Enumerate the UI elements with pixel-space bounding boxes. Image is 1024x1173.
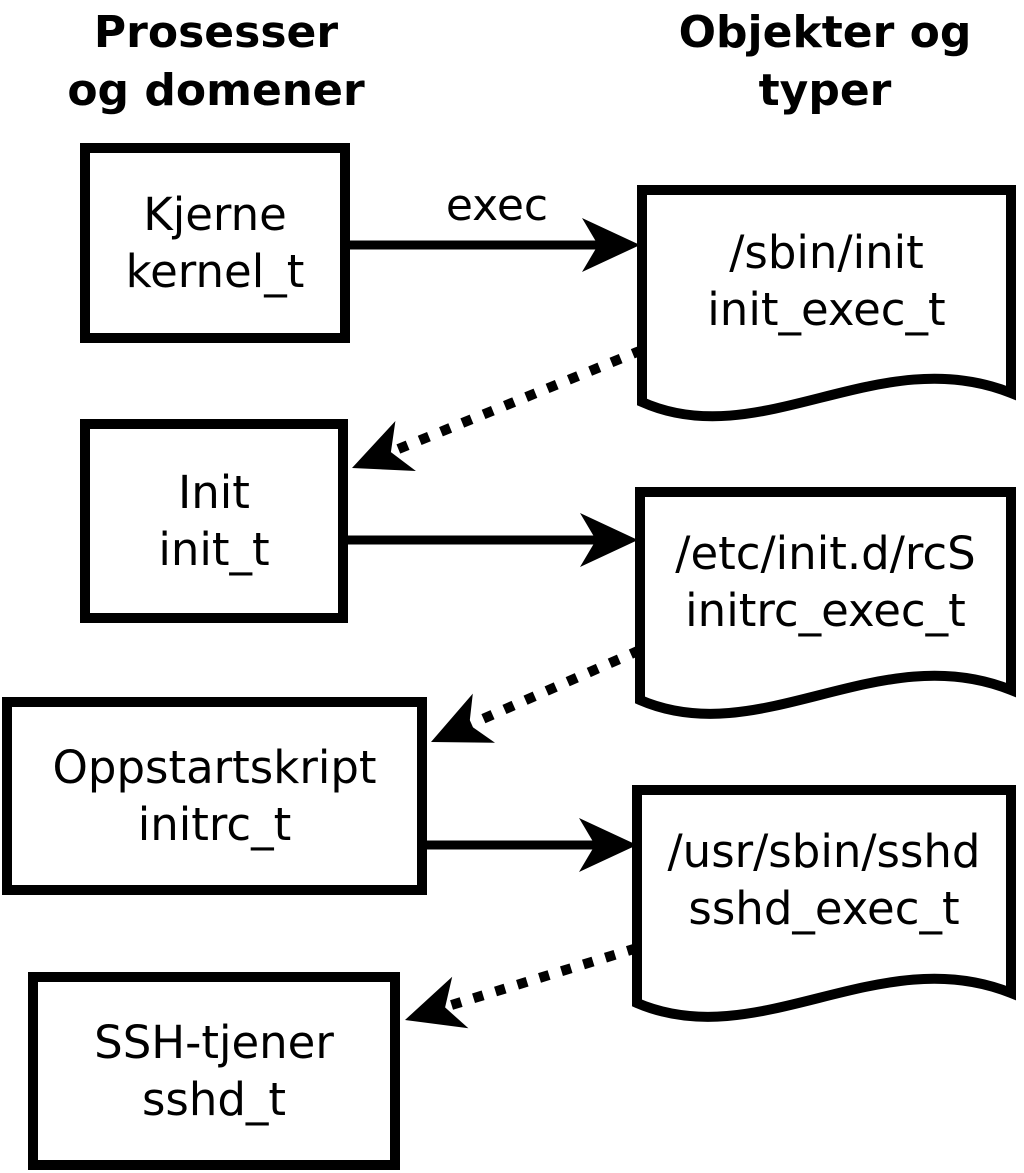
transition-arrow-sshd-exec-to-sshd: [405, 943, 639, 1029]
object-path: /etc/init.d/rcS: [675, 527, 976, 580]
object-document-init-exec: [637, 185, 1016, 422]
transition-arrow-initrc-exec-to-initrc: [431, 645, 643, 743]
process-box-sshd: [28, 972, 400, 1170]
process-label-init: Init init_t: [80, 419, 348, 623]
process-type: sshd_t: [141, 1073, 287, 1126]
exec-arrow-label: exec: [445, 180, 549, 231]
header-line: Prosesser: [93, 7, 339, 58]
process-box-init: [80, 419, 348, 623]
process-name: Kjerne: [143, 188, 287, 241]
exec-arrow-initrc-to-sshd-exec: [425, 818, 637, 872]
object-path: /usr/sbin/sshd: [667, 825, 981, 878]
object-label-init-exec: /sbin/init init_exec_t: [642, 190, 1011, 372]
process-type: kernel_t: [125, 245, 305, 298]
process-box-kernel: [80, 143, 350, 343]
process-label-kernel: Kjerne kernel_t: [80, 143, 350, 343]
object-path: /sbin/init: [729, 226, 924, 279]
object-type: sshd_exec_t: [688, 882, 960, 935]
column-header-processes: Prosesser og domener: [41, 4, 391, 120]
object-label-initrc-exec: /etc/init.d/rcS initrc_exec_t: [640, 492, 1011, 672]
transition-arrow-init-exec-to-init: [352, 345, 644, 471]
process-name: SSH-tjener: [94, 1016, 334, 1069]
process-label-initrc: Oppstartskript initrc_t: [2, 697, 427, 895]
process-box-initrc: [2, 697, 427, 895]
process-type: init_t: [158, 523, 270, 576]
exec-arrow-init-to-initrc-exec: [346, 513, 638, 567]
object-document-initrc-exec: [635, 487, 1016, 719]
object-type: initrc_exec_t: [685, 584, 966, 637]
process-name: Oppstartskript: [52, 741, 377, 794]
object-label-sshd-exec: /usr/sbin/sshd sshd_exec_t: [637, 790, 1011, 970]
object-type: init_exec_t: [707, 283, 946, 336]
process-name: Init: [178, 466, 250, 519]
process-label-sshd: SSH-tjener sshd_t: [28, 972, 400, 1170]
header-line: og domener: [67, 65, 365, 116]
header-line: Objekter og: [678, 7, 972, 58]
exec-arrow-kernel-to-init-exec: [348, 218, 640, 272]
object-document-sshd-exec: [632, 785, 1016, 1022]
header-line: typer: [758, 65, 892, 116]
column-header-objects: Objekter og typer: [650, 4, 1000, 120]
process-type: initrc_t: [137, 798, 292, 851]
